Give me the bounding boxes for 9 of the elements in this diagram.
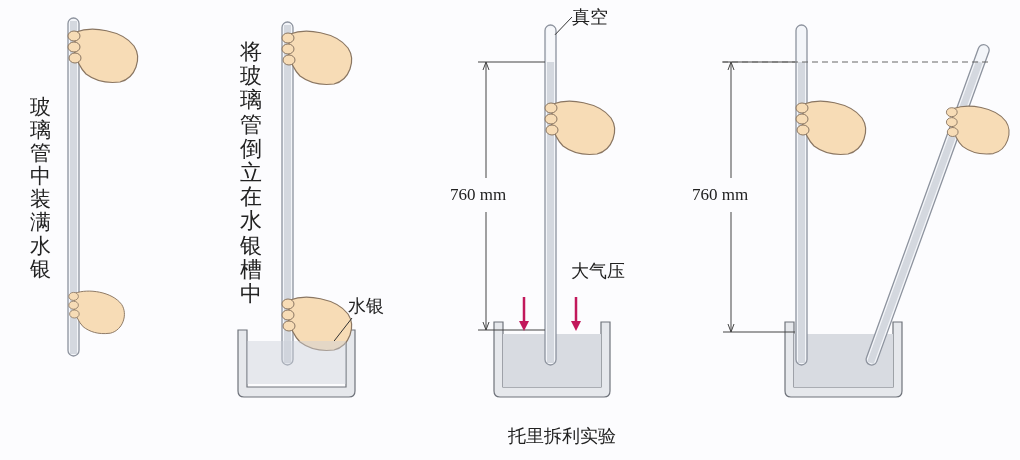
vertical-label: 将玻璃管倒立在水银槽中 bbox=[240, 40, 262, 307]
part-label: 真空 bbox=[572, 5, 612, 29]
vertical-label: 玻璃管中装满水银 bbox=[30, 96, 51, 281]
pressure-label: 大气压 bbox=[571, 261, 625, 282]
vacuum-space bbox=[547, 28, 555, 62]
part-label: 水银 bbox=[348, 294, 388, 318]
leader-line bbox=[554, 16, 573, 36]
mercury bbox=[247, 341, 346, 384]
caption: 托里拆利实验 bbox=[508, 426, 616, 447]
